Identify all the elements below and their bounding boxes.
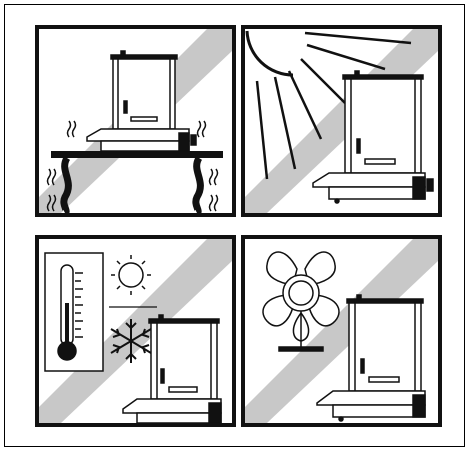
panel-vibration-art [39, 29, 232, 213]
sun-icon [111, 255, 151, 295]
panel-temperature [35, 235, 236, 427]
panel-sunlight [241, 25, 442, 217]
panel-vibration [35, 25, 236, 217]
thermometer-icon [45, 253, 103, 371]
panel-draft [241, 235, 442, 427]
panel-temperature-art [39, 239, 232, 423]
warning-figure-frame [4, 4, 465, 447]
panel-sunlight-art [245, 29, 438, 213]
panel-draft-art [245, 239, 438, 423]
